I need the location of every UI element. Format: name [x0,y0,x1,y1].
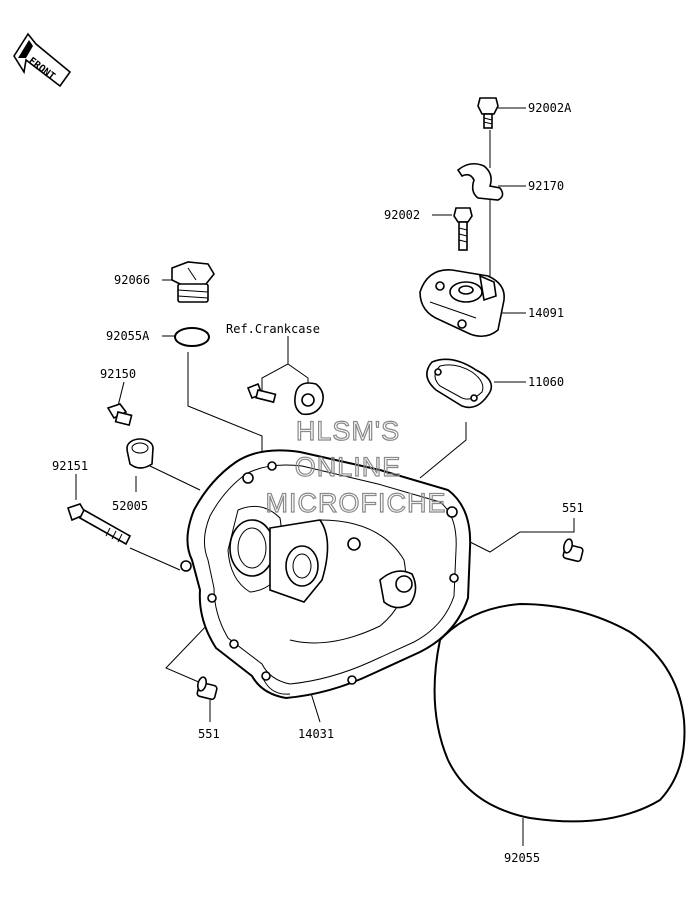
watermark: HLSM'S ONLINE MICROFICHE [265,415,447,518]
front-arrow-icon: FRONT [13,32,72,88]
label-92002a: 92002A [528,101,572,115]
bolt-92002-icon [453,207,473,251]
dowel-551-left-icon [196,676,218,701]
label-551-left: 551 [198,727,220,741]
label-11060: 11060 [528,375,564,389]
dowel-551-right-icon [562,538,584,563]
crankcase-bracket-icon [294,382,324,416]
leader-lines [75,107,575,846]
watermark-line-1: HLSM'S [296,416,400,446]
label-92150: 92150 [100,367,136,381]
cap-52005-icon [126,438,154,469]
bolt-92151-icon [66,503,132,546]
crankcase-bolt-icon [246,382,277,404]
cover-14091-icon [419,269,505,338]
label-14031: 14031 [298,727,334,741]
label-92055a: 92055A [106,329,150,343]
gasket-11060-icon [426,358,493,409]
label-92002: 92002 [384,208,420,222]
label-551-right: 551 [562,501,584,515]
watermark-line-3: MICROFICHE [266,488,447,518]
label-52005: 52005 [112,499,148,513]
engine-cover-14031-icon [180,449,472,700]
label-92170: 92170 [528,179,564,193]
label-92066: 92066 [114,273,150,287]
bolt-92002a-icon [477,97,499,129]
plug-92066-icon [171,261,215,303]
gasket-92055-icon [433,602,686,823]
part-labels: Ref.Crankcase 92002A 92170 92002 14091 1… [52,101,584,865]
reference-label: Ref.Crankcase [226,322,320,336]
o-ring-92055a-icon [174,327,210,347]
watermark-line-2: ONLINE [295,452,402,482]
label-92055: 92055 [504,851,540,865]
label-14091: 14091 [528,306,564,320]
label-92151: 92151 [52,459,88,473]
bolt-92150-icon [106,403,133,427]
clamp-92170-icon [456,162,504,201]
